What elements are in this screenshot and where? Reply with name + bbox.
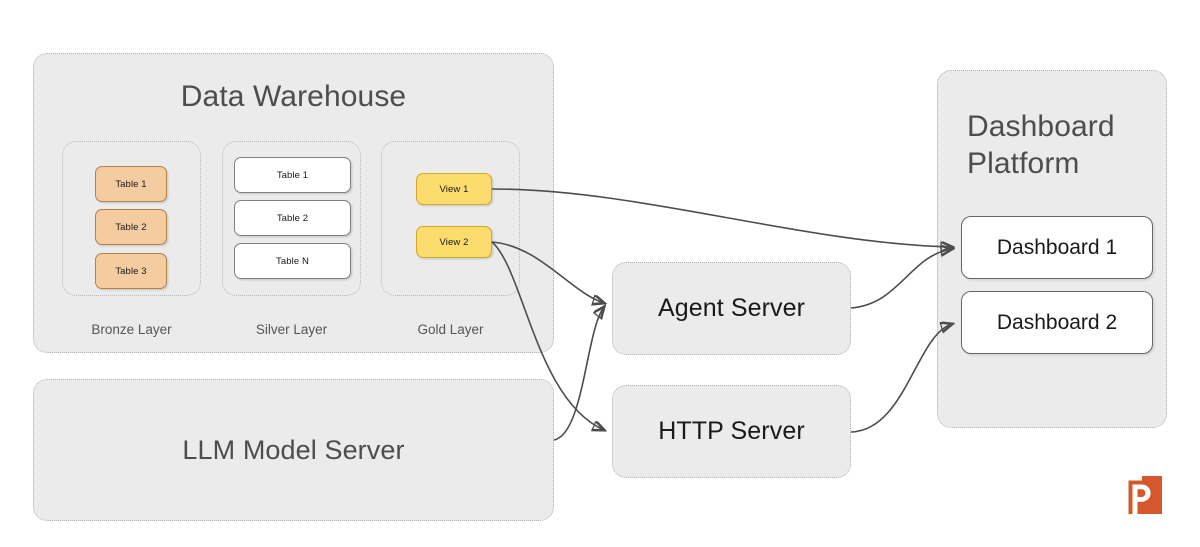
llm-model-server-title: LLM Model Server (182, 434, 405, 465)
bronze-layer-label: Bronze Layer (91, 322, 172, 337)
bronze-table-3[interactable]: Table 3 (95, 253, 167, 289)
edge-view1-to-dashboard1 (491, 188, 952, 247)
agent-server-box: Agent Server (612, 262, 851, 355)
silver-table-2[interactable]: Table 2 (234, 200, 351, 236)
gold-view-1[interactable]: View 1 (416, 173, 492, 205)
gold-layer-group (381, 141, 520, 296)
data-warehouse-title: Data Warehouse (180, 80, 407, 113)
bronze-table-1[interactable]: Table 1 (95, 166, 167, 202)
http-server-title: HTTP Server (658, 417, 805, 445)
silver-table-n[interactable]: Table N (234, 243, 351, 279)
llm-model-server-box: LLM Model Server (33, 379, 554, 521)
silver-table-1[interactable]: Table 1 (234, 157, 351, 193)
bronze-layer-group (62, 141, 201, 296)
dashboard-platform-title-line2: Platform (967, 147, 1080, 180)
dashboard-card-1[interactable]: Dashboard 1 (961, 216, 1153, 279)
silver-layer-group (222, 141, 361, 296)
p-mark-logo (1124, 476, 1162, 514)
gold-layer-label: Gold Layer (417, 322, 484, 337)
edge-llm-to-agent-server (553, 307, 604, 441)
silver-layer-label: Silver Layer (255, 322, 328, 337)
agent-server-title: Agent Server (657, 294, 806, 322)
http-server-box: HTTP Server (612, 385, 851, 478)
dashboard-card-2[interactable]: Dashboard 2 (961, 291, 1153, 354)
gold-view-2[interactable]: View 2 (416, 226, 492, 258)
dashboard-platform-title-line1: Dashboard (967, 110, 1115, 143)
bronze-table-2[interactable]: Table 2 (95, 209, 167, 245)
